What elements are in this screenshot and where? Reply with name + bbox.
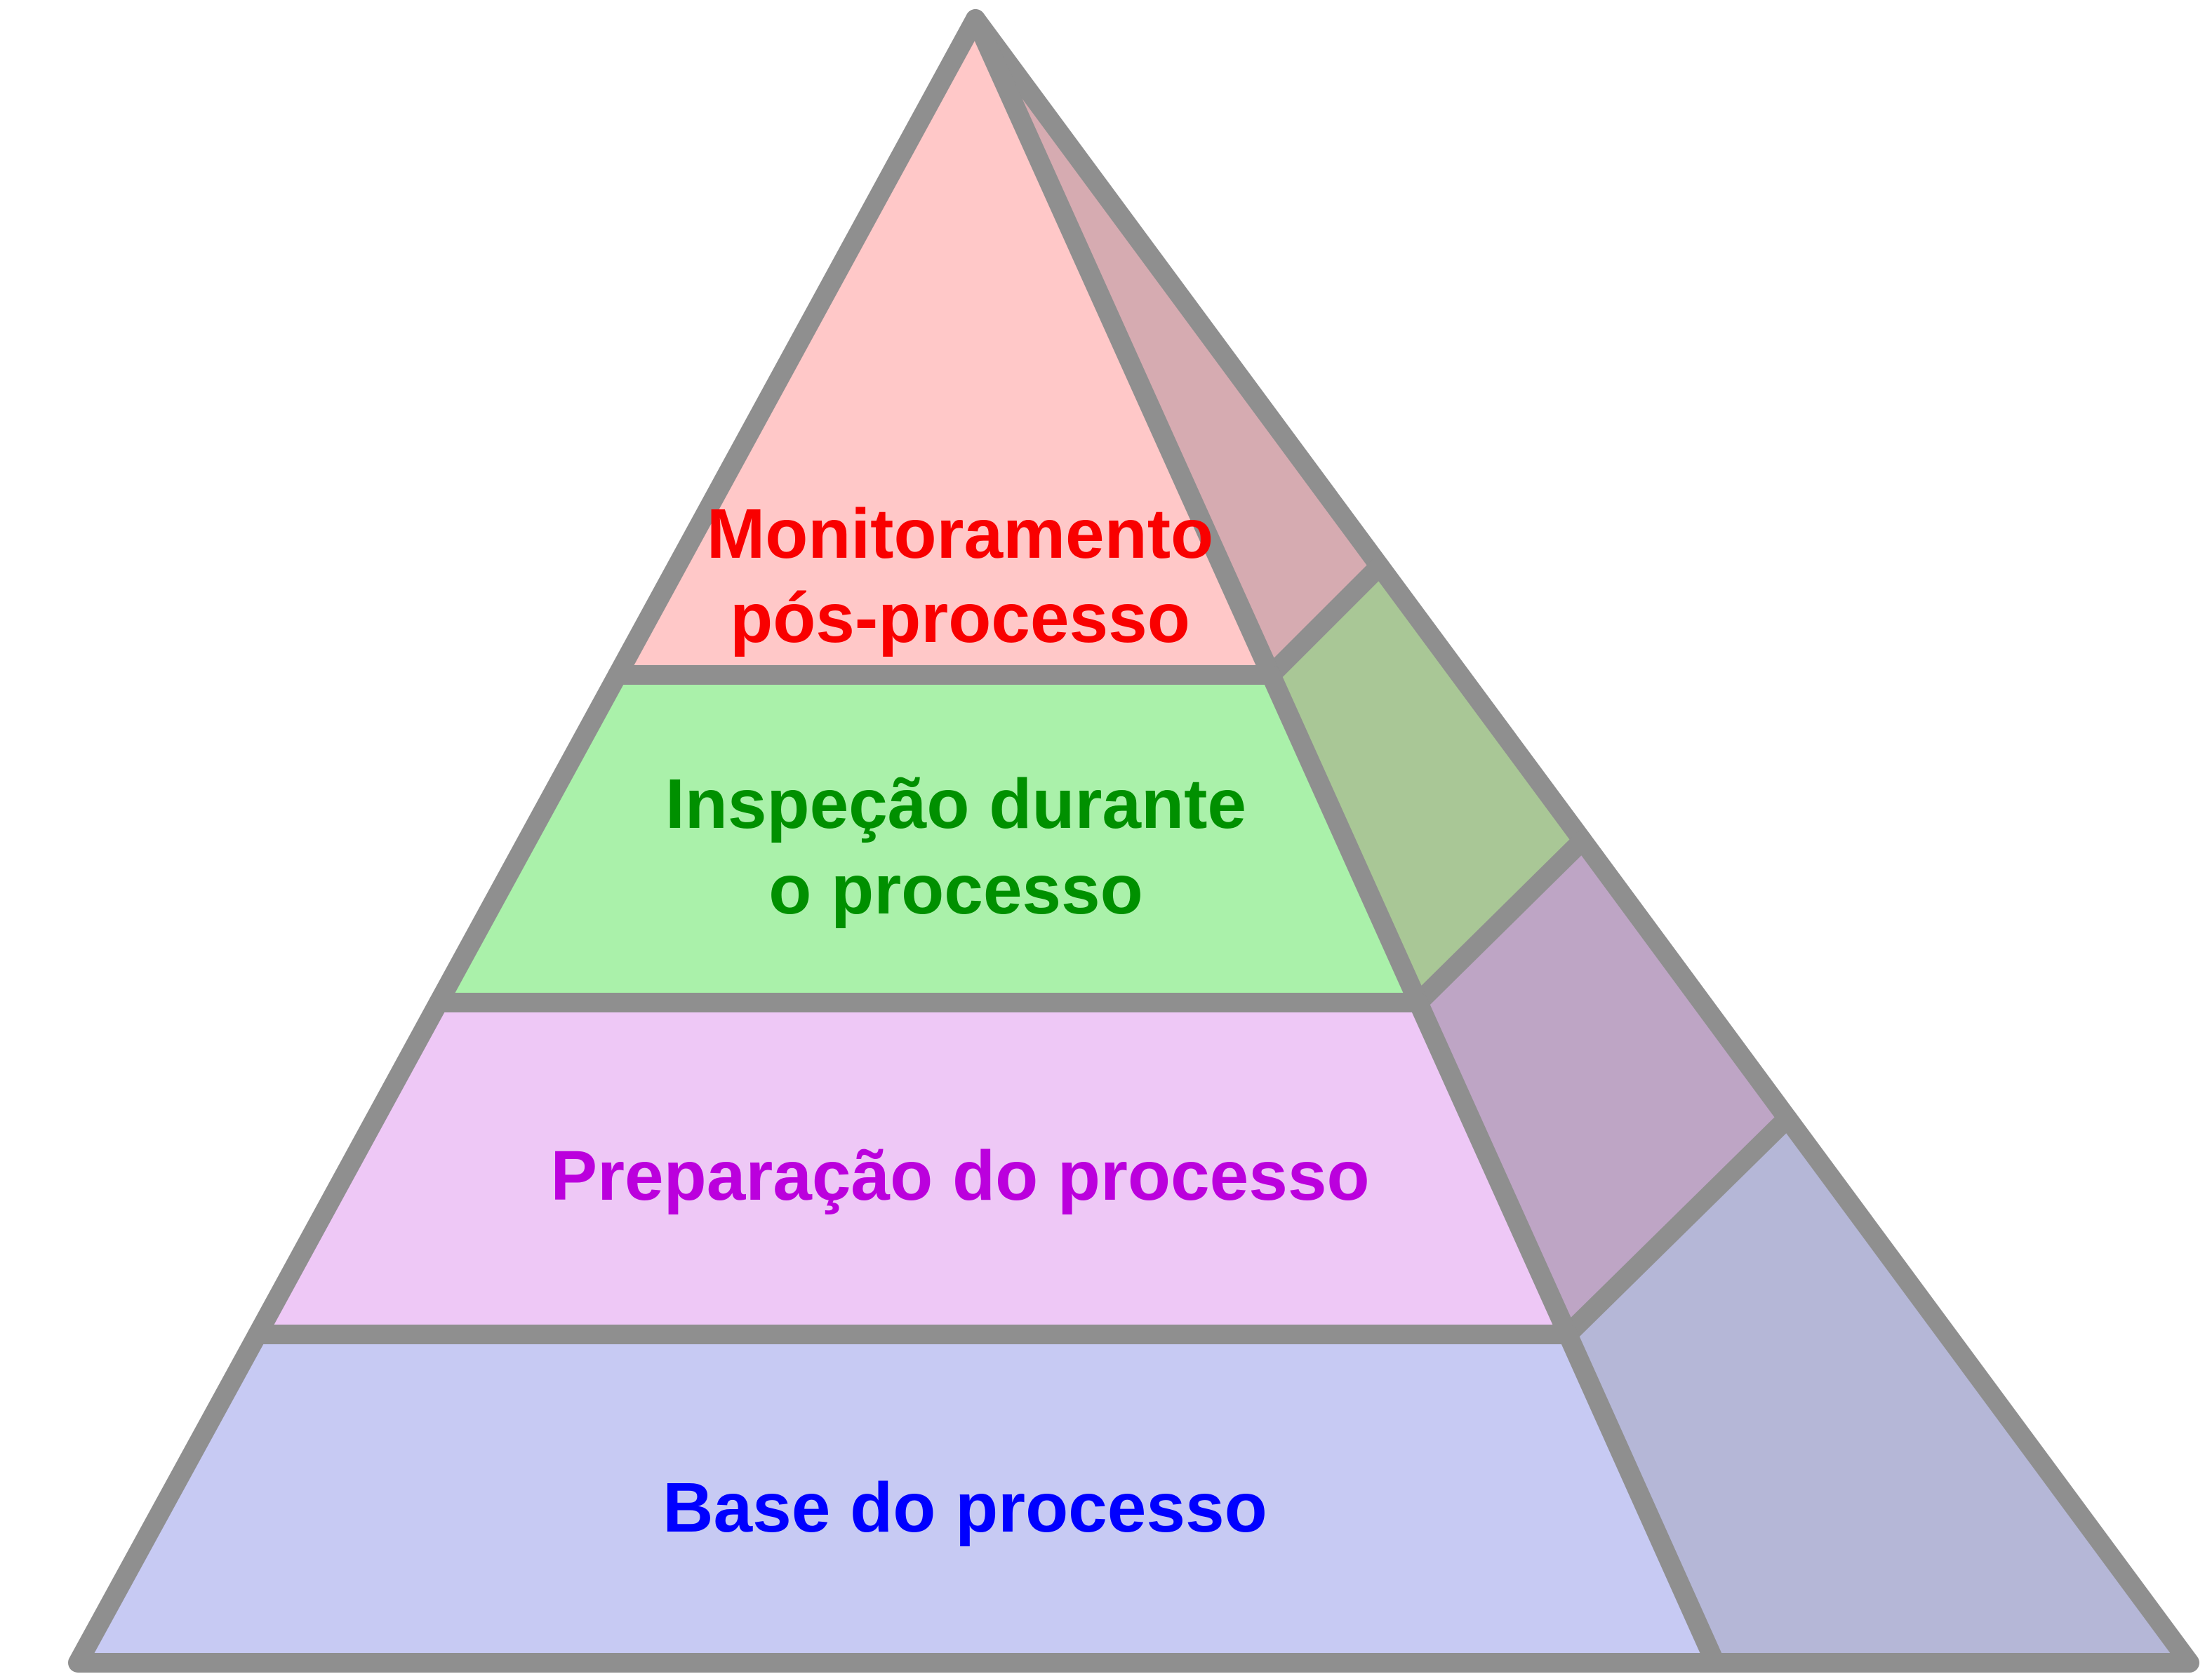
front-band-base: [68, 1325, 1725, 1673]
label-base: Base do processo: [662, 1468, 1267, 1547]
label-monitoramento-line1: Monitoramento: [707, 495, 1213, 573]
pyramid-side-face: [966, 9, 2199, 1673]
layer-labels: Monitoramento pós-processo Inspeção dura…: [550, 495, 1369, 1547]
label-monitoramento-line2: pós-processo: [730, 579, 1190, 657]
label-inspecao-line1: Inspeção durante: [665, 765, 1246, 843]
pyramid-front-face: [68, 9, 1725, 1673]
label-preparacao: Preparação do processo: [550, 1137, 1369, 1215]
label-inspecao-line2: o processo: [768, 850, 1143, 929]
